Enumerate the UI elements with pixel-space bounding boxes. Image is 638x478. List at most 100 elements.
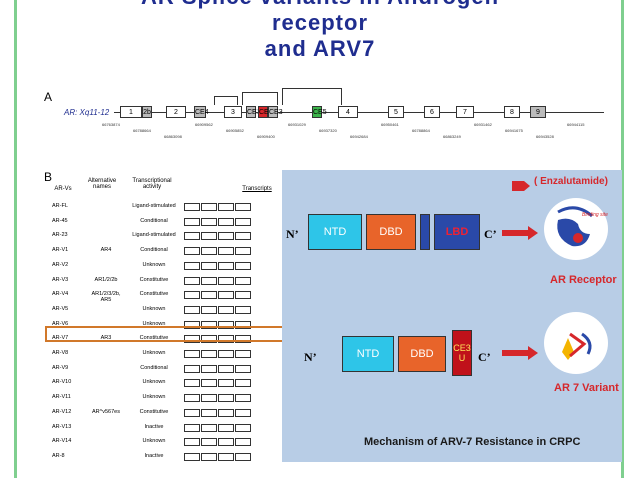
exon-coordinate: 66950461	[381, 122, 399, 127]
transcript-exon-box	[235, 247, 251, 256]
transcript-exon-box	[218, 291, 234, 300]
exon-2: 2	[166, 106, 186, 118]
exon-9: 9	[530, 106, 546, 118]
header-variants: AR-Vs	[54, 186, 72, 192]
variant-name: AR-FL	[52, 203, 68, 209]
activity: Unknown	[142, 320, 166, 327]
activity: Unknown	[142, 350, 166, 356]
panel-b-label: B	[44, 170, 53, 184]
transcript-exon-box	[201, 247, 217, 256]
table-row: AR-V1 AR4 Conditional	[46, 244, 282, 258]
transcript-exon-box	[218, 364, 234, 373]
activity: Conditional	[140, 247, 168, 254]
transcript-exon-box	[201, 364, 217, 373]
slide-title: AR Splice variants in Androgen receptor …	[40, 0, 600, 62]
ce3-sublabel: U	[458, 353, 466, 363]
exon-ce4: CE4	[194, 106, 209, 118]
exon-coordinate: 66905852	[226, 128, 244, 133]
variant-name: AR-V7	[52, 335, 69, 342]
alternative-name: AR1/2/3/2b, AR5	[91, 291, 121, 304]
exon-coordinate: 66942684	[350, 134, 368, 139]
exon-2b: 2b	[142, 106, 152, 118]
variant-table: B AR-Vs Alternative names Transcriptiona…	[42, 170, 282, 462]
exon-coordinate: 66937320	[319, 128, 337, 133]
alternative-name: AR^v567es	[92, 408, 120, 415]
transcript-exon-box	[201, 261, 217, 270]
transcript-exon-box	[218, 423, 234, 432]
transcript-exon-box	[235, 379, 251, 388]
activity: Conditional	[140, 364, 168, 371]
c-terminus-top: C’	[484, 227, 497, 241]
title-line-1: AR Splice variants in Androgen	[40, 0, 600, 10]
transcript-exon-box	[218, 203, 234, 211]
transcript-exon-box	[218, 394, 234, 403]
enzalutamide-marker-icon	[512, 178, 530, 191]
variant-name: AR-V1	[52, 247, 69, 254]
exon-coordinate: 66941675	[505, 128, 523, 133]
transcript-exon-box	[235, 217, 251, 226]
exon-coordinate: 66944115	[567, 122, 585, 127]
exon-1: 1	[120, 106, 142, 118]
transcript-exon-box	[235, 394, 251, 403]
locus-label: AR: Xq11-12	[64, 108, 110, 117]
splice-bracket	[242, 92, 278, 105]
n-terminus-bottom: N’	[304, 350, 317, 364]
transcript-exon-box	[235, 305, 251, 314]
variant-name: AR-V13	[52, 423, 72, 430]
transcript-exon-box	[235, 452, 251, 461]
transcript-exon-box	[218, 261, 234, 270]
activity: Inactive	[144, 452, 164, 459]
table-row: AR-V2 Unknown	[46, 259, 282, 273]
exon-6: 6	[424, 106, 440, 118]
variant-name: AR-8	[52, 452, 65, 459]
activity: Unknown	[142, 305, 166, 312]
ar-v7-highlight	[45, 326, 285, 342]
variant-name: AR-V2	[52, 261, 69, 268]
transcript-exon-box	[218, 350, 234, 358]
transcript-exon-box	[201, 423, 217, 432]
activity: Unknown	[142, 261, 166, 268]
transcript-exon-box	[235, 261, 251, 270]
transcript-exon-box	[235, 232, 251, 241]
variant-name: AR-V14	[52, 438, 72, 445]
transcript-exon-box	[201, 305, 217, 314]
transcript-exon-box	[184, 408, 200, 417]
exon-5: 5	[388, 106, 404, 118]
binding-site-label: Binding site	[582, 212, 608, 218]
receptor-circle	[544, 198, 608, 260]
variant-name: AR-23	[52, 232, 68, 239]
transcript-exon-box	[201, 232, 217, 241]
exon-4: 4	[338, 106, 358, 118]
exon-coordinate: 66863098	[164, 134, 182, 139]
transcript-exon-box	[201, 394, 217, 403]
activity: Conditional	[140, 217, 168, 224]
transcript-exon-box	[184, 394, 200, 403]
transcript-exon-box	[184, 232, 200, 241]
transcript-exon-box	[235, 423, 251, 432]
transcript-exon-box	[184, 276, 200, 285]
dbd-domain-top: DBD	[366, 214, 416, 250]
transcript-exon-box	[184, 320, 200, 329]
enzalutamide-legend: ( Enzalutamide)	[534, 176, 608, 187]
transcript-exon-box	[235, 291, 251, 300]
title-line-3: and ARV7	[264, 36, 376, 61]
exon-3: 3	[224, 106, 242, 118]
variant-name: AR-V5	[52, 305, 69, 312]
transcript-exon-box	[235, 408, 251, 417]
transcript-exon-box	[201, 217, 217, 226]
transcript-exon-box	[218, 335, 234, 344]
exon-ce3: CE3	[268, 106, 283, 118]
variant-name: AR-V12	[52, 408, 72, 415]
transcript-exon-box	[184, 203, 200, 211]
transcript-exon-box	[184, 335, 200, 344]
alternative-name: AR4	[100, 247, 112, 254]
transcript-exon-box	[201, 408, 217, 417]
header-alt-names: Alternative names	[87, 178, 117, 190]
transcript-exon-box	[201, 320, 217, 329]
transcript-exon-box	[184, 291, 200, 300]
variant-name: AR-V4	[52, 291, 69, 298]
